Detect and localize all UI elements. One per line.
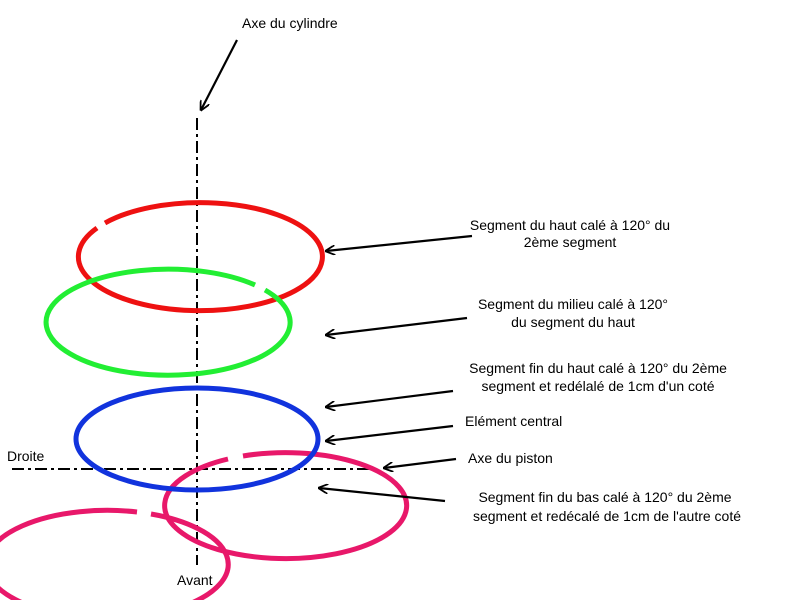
piston-axis-label: Axe du piston <box>468 450 553 466</box>
arrow-central-element <box>326 424 454 441</box>
front-label: Avant <box>177 572 213 588</box>
middle-segment-ring <box>43 266 293 378</box>
arrow-top-segment <box>326 234 473 251</box>
central-element-label: Elément central <box>465 413 562 429</box>
arrow-middle-segment <box>326 316 468 335</box>
arrow-piston-axis <box>384 457 457 468</box>
central-element-ring <box>73 385 321 493</box>
thin-top-segment-label-line1: Segment fin du haut calé à 120° du 2ème <box>469 360 727 376</box>
arrow-thin-bottom-segment <box>319 488 446 503</box>
thin-bottom-segment-label-line1: Segment fin du bas calé à 120° du 2ème <box>478 489 731 505</box>
middle-segment-label-line2: du segment du haut <box>511 314 635 330</box>
thin-bottom-segment-label-line2: segment et redécalé de 1cm de l'autre co… <box>473 508 741 524</box>
cylinder-axis-label: Axe du cylindre <box>242 15 338 31</box>
right-side-label: Droite <box>7 448 45 464</box>
arrow-thin-top-segment <box>326 389 454 407</box>
thin-bottom-segment-ring <box>0 507 231 600</box>
top-segment-label-line2: 2ème segment <box>524 234 617 250</box>
thin-top-segment-ring <box>162 450 410 562</box>
thin-top-segment-label-line2: segment et redélalé de 1cm d'un coté <box>481 378 714 394</box>
arrow-cylinder-axis <box>201 39 238 110</box>
top-segment-label-line1: Segment du haut calé à 120° du <box>470 217 670 233</box>
top-segment-ring <box>75 200 325 314</box>
middle-segment-label-line1: Segment du milieu calé à 120° <box>478 296 668 312</box>
